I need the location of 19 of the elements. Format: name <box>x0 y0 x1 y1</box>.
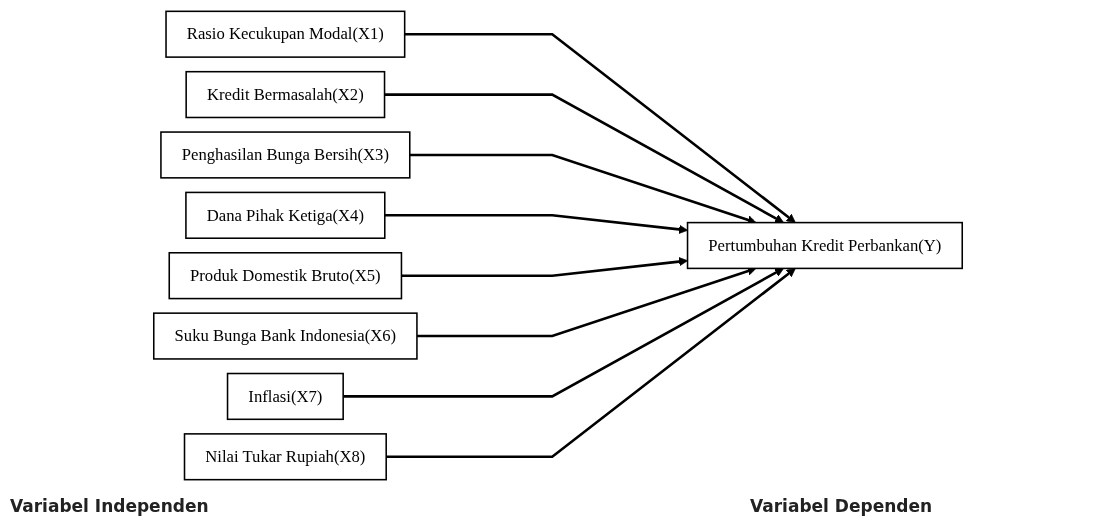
arrow <box>384 213 688 234</box>
arrow <box>342 267 784 398</box>
node-box: Rasio Kecukupan Modal(X1) <box>164 10 405 58</box>
node-box: Kredit Bermasalah(X2) <box>184 70 385 118</box>
arrow <box>416 266 756 337</box>
arrow <box>404 32 796 223</box>
node-box: Produk Domestik Bruto(X5) <box>167 251 402 299</box>
node-box: Penghasilan Bunga Bersih(X3) <box>159 130 411 179</box>
axis-caption: Variabel Independen <box>10 496 209 516</box>
arrow <box>384 92 784 223</box>
node-box: Dana Pihak Ketiga(X4) <box>184 191 386 239</box>
node-box: Nilai Tukar Rupiah(X8) <box>183 432 387 480</box>
node-box: Pertumbuhan Kredit Perbankan(Y) <box>686 221 963 269</box>
arrow <box>400 256 688 277</box>
arrow <box>385 267 796 458</box>
arrow <box>409 153 756 224</box>
axis-caption: Variabel Dependen <box>750 496 933 516</box>
node-box: Suku Bunga Bank Indonesia(X6) <box>152 311 418 360</box>
node-box: Inflasi(X7) <box>226 372 344 420</box>
